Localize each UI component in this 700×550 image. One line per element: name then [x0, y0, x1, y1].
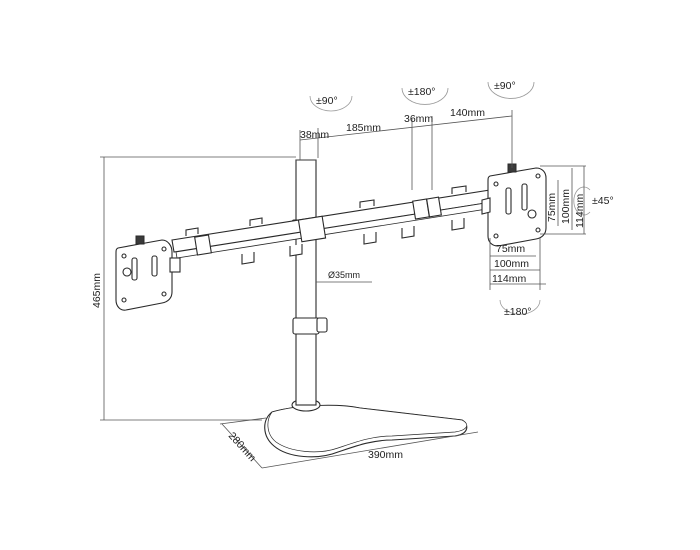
horizontal-arm	[171, 185, 494, 265]
rotation-indicators	[309, 81, 591, 315]
vesa-114mm-horizontal-label: 114mm	[492, 273, 526, 285]
left-vesa-plate	[115, 235, 181, 311]
vesa-114mm-vertical-label: 114mm	[574, 194, 586, 228]
dim-38mm-label: 38mm	[300, 129, 329, 141]
vesa-100mm-horizontal-label: 100mm	[494, 258, 529, 270]
base-depth-280mm-label: 280mm	[226, 430, 259, 464]
pole-diameter-label: Ø35mm	[328, 270, 360, 280]
rotation-plate-180-label: ±180°	[504, 306, 531, 318]
base-width-390mm-label: 390mm	[368, 449, 403, 461]
stand-base	[264, 398, 468, 458]
rotation-center-180-label: ±180°	[408, 86, 435, 98]
vesa-100mm-vertical-label: 100mm	[560, 189, 572, 224]
rotation-right-90-label: ±90°	[494, 80, 516, 92]
height-465mm-label: 465mm	[91, 273, 103, 308]
dim-185mm-label: 185mm	[346, 122, 381, 134]
support-pole	[291, 159, 328, 406]
rotation-left-90-label: ±90°	[316, 95, 338, 107]
right-vesa-plate	[481, 163, 547, 247]
dimension-lines	[100, 110, 586, 469]
dim-36mm-label: 36mm	[404, 113, 433, 125]
tilt-45-label: ±45°	[592, 195, 614, 207]
vesa-75mm-vertical-label: 75mm	[546, 193, 558, 222]
vesa-75mm-horizontal-label: 75mm	[496, 243, 525, 255]
dim-140mm-label: 140mm	[450, 107, 485, 119]
